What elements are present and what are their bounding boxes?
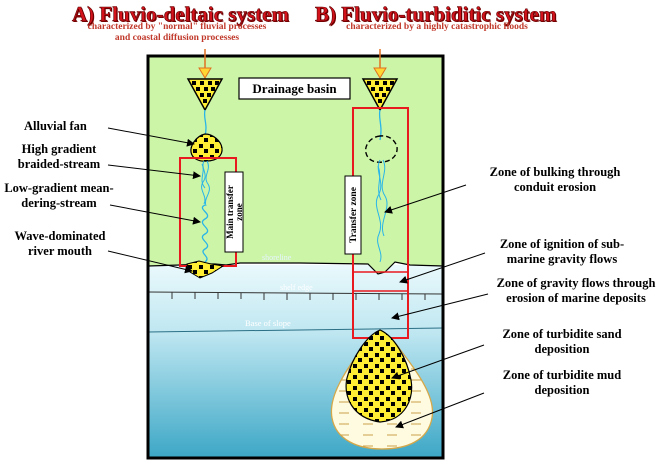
diagram-frame	[146, 54, 445, 460]
shelf-edge-ticks	[171, 292, 426, 300]
base-of-slope-label: Base of slope	[245, 318, 291, 328]
shelf-edge-label: shelf edge	[280, 283, 313, 292]
braided-stream-a	[201, 160, 210, 207]
transfer-zone-label-box	[344, 175, 362, 255]
label-turbidite-sand-line1: Zone of turbidite sand	[502, 327, 622, 341]
braided-stream-b	[375, 159, 388, 263]
label-wave-dominated-line1: Wave-dominated	[14, 229, 106, 243]
catchment-funnel-b	[361, 78, 399, 112]
label-gravity-flows-line1: Zone of gravity flows through	[496, 276, 656, 290]
feeder-stream-a	[203, 109, 207, 137]
label-bulking-line2: conduit erosion	[513, 180, 597, 194]
drainage-basin-label: Drainage basin	[252, 81, 337, 96]
catchment-funnel-a	[186, 78, 224, 112]
sediment-input-arrow-a	[198, 49, 212, 79]
eroded-fan-outline	[364, 135, 398, 163]
title-fluvio-turbiditic: B) Fluvio-turbiditic system	[315, 2, 557, 27]
label-turbidite-mud-line2: deposition	[534, 383, 590, 397]
arrow-turbidite-sand	[391, 344, 485, 380]
label-ignition-line2: marine gravity flows	[506, 252, 618, 266]
arrow-braided-stream	[107, 164, 201, 180]
arrow-alluvial-fan	[107, 127, 195, 147]
shelf-edge-line	[147, 291, 444, 295]
label-turbidite-sand-line2: deposition	[534, 342, 590, 356]
base-of-slope-line	[147, 327, 444, 333]
subtitle-fluvio-deltaic-line1: characterized by "normal" fluvial proces…	[87, 22, 267, 32]
arrow-turbidite-mud	[395, 392, 485, 429]
label-wave-dominated-line2: river mouth	[28, 244, 92, 258]
meandering-stream-a	[201, 204, 209, 263]
arrow-ignition	[399, 252, 486, 284]
turbidite-sand-lobe	[345, 329, 413, 423]
subtitle-fluvio-deltaic-line2: and coastal diffusion processes	[114, 33, 240, 43]
title-fluvio-deltaic: A) Fluvio-deltaic system	[72, 2, 290, 27]
feeder-stream-b	[378, 109, 382, 141]
shoreline-label: shoreline	[262, 253, 292, 262]
land-area	[148, 56, 443, 274]
label-ignition-line1: Zone of ignition of sub-	[499, 237, 625, 251]
transfer-zone-label: Transfer zone	[349, 187, 359, 243]
drainage-basin-box	[238, 77, 351, 100]
arrow-gravity-flows	[391, 293, 489, 321]
arrow-meandering-stream	[109, 204, 201, 225]
main-transfer-zone-label-box	[224, 171, 244, 253]
arrow-river-mouth	[107, 250, 193, 274]
sediment-input-arrow-b	[373, 49, 387, 79]
label-low-gradient-line1: Low-gradient mean-	[4, 181, 114, 195]
label-high-gradient-line2: braided-stream	[17, 157, 101, 171]
label-high-gradient-line1: High gradient	[21, 142, 97, 156]
label-alluvial-fan: Alluvial fan	[24, 119, 87, 133]
arrow-bulking	[384, 184, 467, 214]
subtitle-fluvio-turbiditic: characterized by a highly catastrophic f…	[346, 22, 528, 32]
main-transfer-zone-label-line2: zone	[234, 203, 244, 221]
label-gravity-flows-line2: erosion of marine deposits	[506, 291, 646, 305]
label-bulking-line1: Zone of bulking through	[489, 165, 621, 179]
label-turbidite-mud-line1: Zone of turbidite mud	[502, 368, 622, 382]
main-transfer-zone-label-line1: Main transfer	[225, 185, 235, 239]
label-low-gradient-line2: dering-stream	[21, 196, 97, 210]
